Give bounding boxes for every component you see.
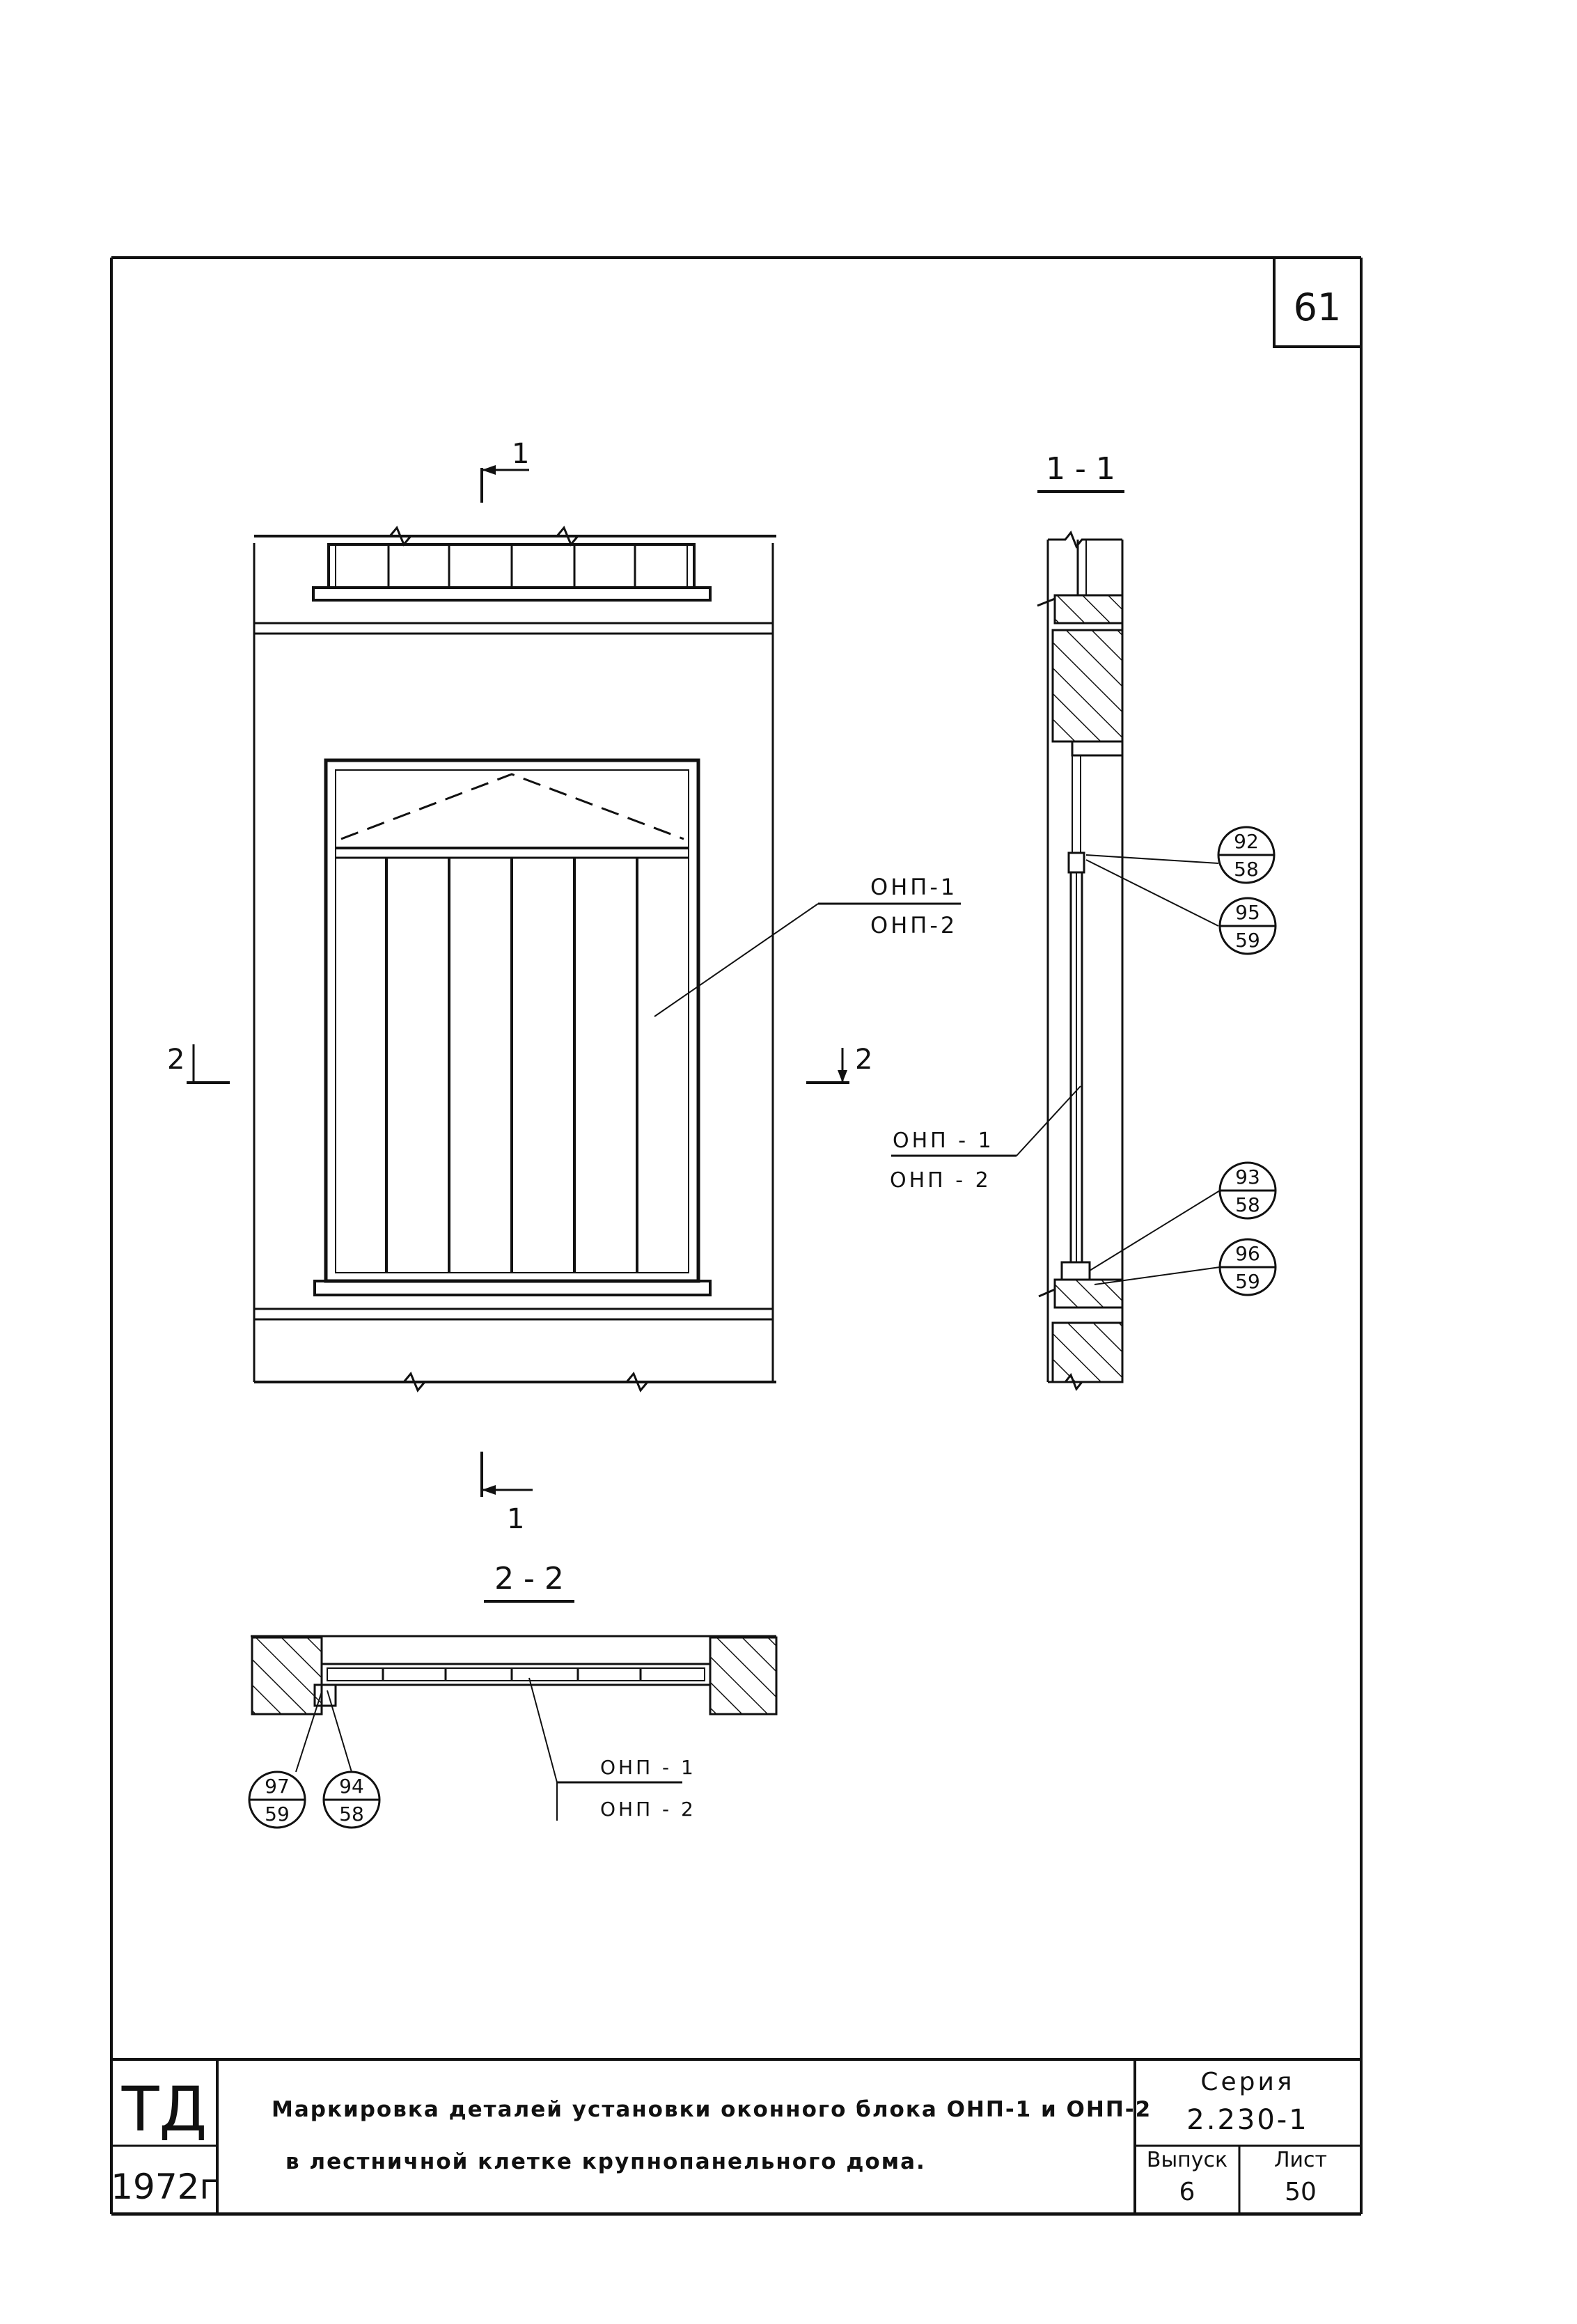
section-1-1-title: 1 - 1 [1046, 451, 1115, 487]
section-marker-top [480, 465, 529, 503]
callout-top: 94 [339, 1775, 364, 1798]
callout-bottom: 58 [339, 1803, 364, 1826]
title-block [111, 2058, 1361, 2214]
issue-value: 6 [1179, 2178, 1195, 2206]
callout-97-59: 97 59 [248, 1771, 306, 1829]
drawing-title-line-1: Маркировка деталей установки оконного бл… [272, 2097, 1152, 2122]
section-1-1-drawing [891, 531, 1221, 1391]
section-1-1-leader-label-1: ОНП - 1 [893, 1129, 994, 1153]
callout-92-58: 92 58 [1217, 826, 1276, 884]
sheet-label: Лист [1274, 2148, 1327, 2172]
callout-top: 95 [1235, 901, 1260, 924]
page-number: 61 [1294, 285, 1342, 329]
issue-label: Выпуск [1147, 2148, 1227, 2172]
callout-bottom: 59 [1235, 1270, 1260, 1293]
drawing-title-line-2: в лестничной клетке крупнопанельного дом… [285, 2149, 926, 2174]
callout-top: 96 [1235, 1242, 1260, 1265]
page-number-box: 61 [1273, 258, 1361, 348]
year: 1972г [111, 2167, 218, 2207]
elevation-view [253, 526, 961, 1392]
callout-bottom: 59 [1235, 929, 1260, 952]
sheet-frame [110, 256, 1363, 2216]
section-marker-top-label: 1 [512, 438, 529, 470]
elevation-leader-label-2: ОНП-2 [870, 912, 957, 939]
section-marker-right-label: 2 [855, 1044, 872, 1076]
sheet-value: 50 [1285, 2178, 1317, 2206]
callout-bottom: 58 [1234, 858, 1259, 881]
elevation-leader-label-1: ОНП-1 [870, 874, 957, 900]
callout-bottom: 58 [1235, 1193, 1260, 1216]
section-marker-bottom [480, 1452, 533, 1497]
series-value: 2.230-1 [1186, 2104, 1308, 2136]
callout-93-58: 93 58 [1218, 1161, 1277, 1220]
section-2-2-leader-label-2: ОНП - 2 [600, 1798, 696, 1821]
callout-top: 97 [265, 1775, 290, 1798]
section-marker-right [806, 1048, 849, 1084]
section-2-2-title: 2 - 2 [494, 1561, 564, 1596]
callout-top: 93 [1235, 1165, 1260, 1188]
callout-bottom: 59 [265, 1803, 290, 1826]
section-2-2-leader-label-1: ОНП - 1 [600, 1756, 696, 1779]
section-marker-bottom-label: 1 [507, 1503, 524, 1535]
section-1-1-leader-label-2: ОНП - 2 [890, 1168, 991, 1193]
org-code: ТД [121, 2073, 207, 2145]
callout-96-59: 96 59 [1218, 1238, 1277, 1296]
callout-top: 92 [1234, 830, 1259, 853]
series-label: Серия [1200, 2068, 1294, 2096]
section-marker-left-label: 2 [167, 1044, 185, 1076]
callout-95-59: 95 59 [1218, 897, 1277, 955]
section-marker-left [187, 1044, 230, 1084]
callout-94-58: 94 58 [322, 1771, 381, 1829]
section-2-2-drawing [251, 1635, 778, 1821]
